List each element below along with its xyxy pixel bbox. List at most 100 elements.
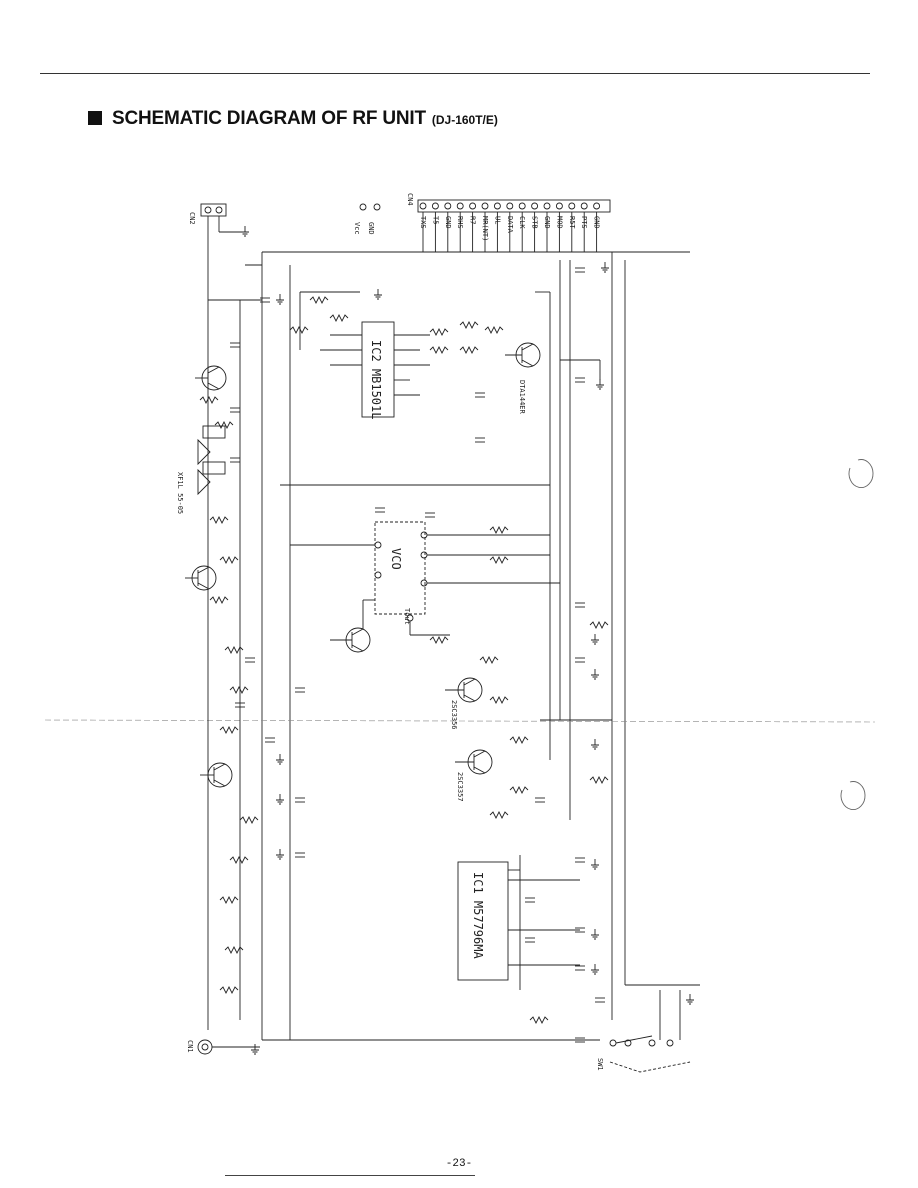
title-bullet-icon [88, 111, 102, 125]
resistor [209, 595, 229, 605]
cn4-pin-label: PTS [580, 216, 588, 229]
ground-symbol [591, 634, 599, 645]
cn4-pin-label: GND [444, 216, 452, 229]
page-number: -23- [445, 1158, 473, 1170]
ground-symbol [276, 849, 284, 860]
page-title: SCHEMATIC DIAGRAM OF RF UNIT (DJ-160T/E) [88, 108, 498, 130]
resistor [429, 635, 449, 645]
cn4-pin [469, 202, 477, 210]
ic2-pll: IC2 MB1501L [320, 321, 430, 419]
ground-symbol [276, 294, 284, 305]
resistor [589, 620, 609, 630]
cn4-pin [493, 202, 501, 210]
title-sub: (DJ-160T/E) [431, 113, 498, 127]
cn1-label: CN1 [186, 1040, 194, 1053]
resistor [489, 555, 509, 565]
main-wiring [44, 251, 876, 1041]
ground-symbol [591, 929, 599, 940]
resistor [529, 1015, 549, 1025]
ground-symbol [276, 754, 284, 765]
q8-transistor: 2SC3357 [455, 749, 493, 802]
svg-text:2SC3356: 2SC3356 [450, 700, 458, 730]
q7-transistor [330, 599, 375, 653]
cn4-pin [456, 202, 464, 210]
ground-symbol [241, 226, 249, 237]
q4-transistor [195, 365, 227, 391]
cn4-pin-label: RHS [456, 216, 464, 229]
vco-label: VCO [389, 548, 403, 570]
registration-marks [840, 459, 874, 810]
title-main: SCHEMATIC DIAGRAM OF RF UNIT [112, 108, 426, 129]
gnd-label: GND [367, 222, 375, 235]
resistor [209, 515, 229, 525]
cn1-connector: CN1 [186, 1039, 260, 1055]
crystal-filter: XF1L 55-05 [176, 425, 226, 514]
resistor [199, 395, 219, 405]
resistor [429, 345, 449, 355]
resistor [239, 815, 259, 825]
cn4-pin [506, 202, 514, 210]
vco-module: VCO Tout [290, 521, 560, 636]
resistor [219, 555, 239, 565]
resistor [224, 645, 244, 655]
resistor [429, 327, 449, 337]
cn4-pin [518, 202, 526, 210]
cn4-pin-label: R5T [568, 216, 576, 229]
resistor [489, 810, 509, 820]
ground-symbol [591, 669, 599, 680]
resistor [509, 785, 529, 795]
bottom-rule [225, 1175, 475, 1176]
cn2-connector: CN2 [188, 203, 245, 360]
cn4-pin-label: GND [543, 216, 551, 229]
q9-transistor: 2SC3356 [445, 677, 483, 730]
q3-transistor [185, 565, 217, 591]
sw1-label: SW1 [596, 1058, 604, 1071]
ground-symbol [251, 1044, 259, 1055]
passive-components [199, 226, 694, 1055]
cn4-pin [531, 202, 539, 210]
vcc-label: Vcc [353, 222, 361, 235]
cn4-label: CN4 [406, 193, 414, 206]
cn4-pin-label: UL [493, 216, 501, 224]
resistor [459, 345, 479, 355]
cn4-pin-label: R7 [469, 216, 477, 224]
resistor [329, 313, 349, 323]
cn4-pin [419, 202, 427, 210]
resistor [229, 855, 249, 865]
cn4-pin-label: T5 [431, 216, 439, 224]
ground-symbol [591, 859, 599, 870]
cn4-pin [431, 202, 439, 210]
q6-transistor [200, 762, 233, 788]
cn4-pin [444, 202, 452, 210]
top-rule [40, 73, 870, 74]
cn4-pin-label: CLK [518, 216, 526, 229]
ground-symbol [276, 794, 284, 805]
resistor [459, 320, 479, 330]
resistor [489, 525, 509, 535]
ground-symbol [591, 739, 599, 750]
ground-symbol [591, 964, 599, 975]
cn4-pin [481, 202, 489, 210]
resistor [309, 295, 329, 305]
cn4-pin-label: STB [531, 216, 539, 229]
resistor [224, 945, 244, 955]
cn4-pin [580, 202, 588, 210]
ground-symbol [686, 994, 694, 1005]
ground-symbol [596, 379, 604, 390]
ic1-power-module: IC1 M57796MA [457, 855, 580, 990]
cn4-pin-label: DATA [506, 216, 514, 234]
resistor [219, 895, 239, 905]
cn4-pin [543, 202, 551, 210]
cn4-pin [568, 202, 576, 210]
resistor [589, 775, 609, 785]
cn4-pin-label: MOD [555, 216, 563, 229]
q10-transistor: DTA144ER [505, 342, 541, 415]
rx-front-end [207, 299, 262, 1030]
cn4-pin-label: GND [593, 216, 601, 229]
resistor [489, 695, 509, 705]
sw1-switch: SW1 [596, 990, 691, 1073]
resistor [509, 735, 529, 745]
cn2-label: CN2 [188, 212, 196, 225]
